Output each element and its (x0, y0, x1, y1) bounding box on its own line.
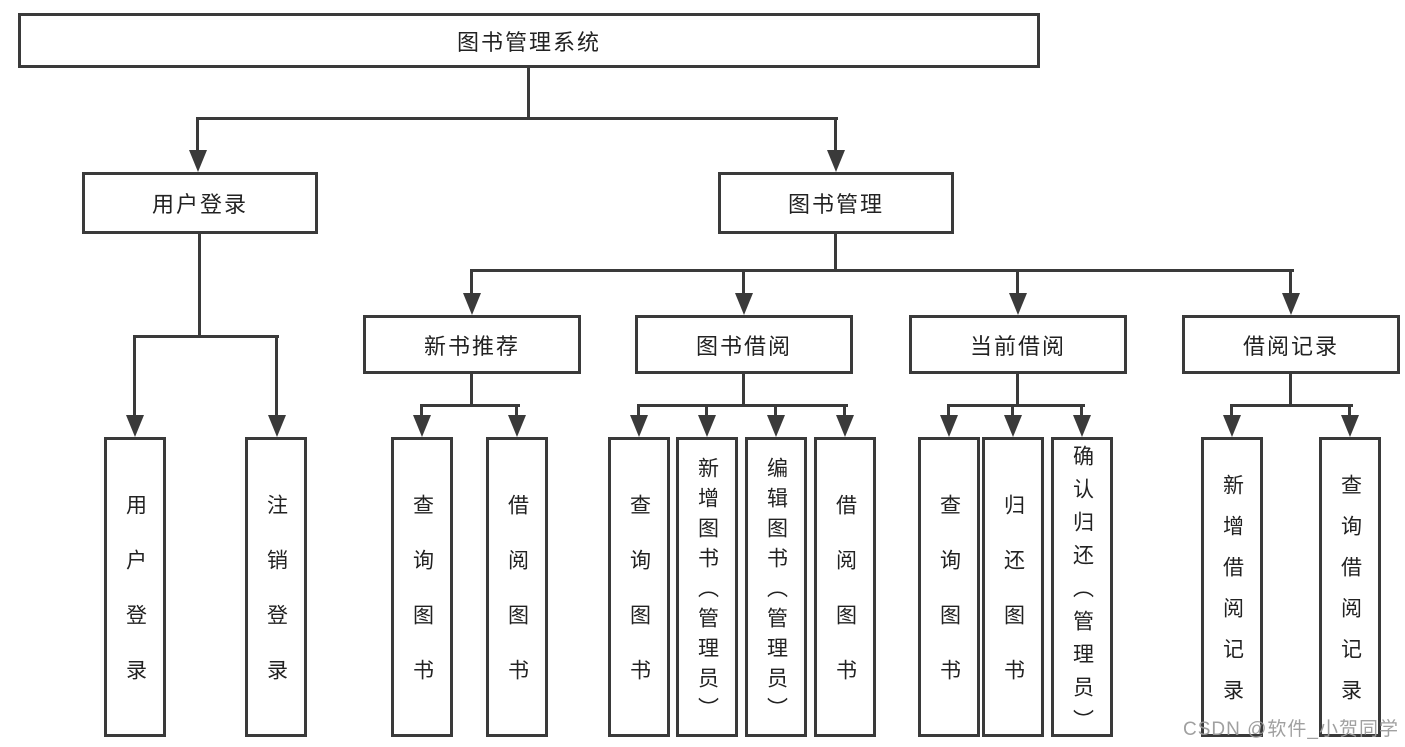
leaf-query-books-borrowing-label: 查询图书 (627, 494, 651, 714)
watermark: CSDN @软件_小贺同学 (1183, 719, 1399, 740)
leaf-query-books-current-label: 查询图书 (937, 494, 961, 714)
connector-shaft-bb-edit (774, 404, 777, 417)
arrowhead-down-cb-confirm (1073, 415, 1091, 437)
arrowhead-down-bb-query (630, 415, 648, 437)
connector-shaft-user-login (196, 117, 199, 151)
connector-user-login-hbar (133, 335, 279, 338)
node-book-borrowing: 图书借阅 (635, 315, 853, 374)
connector-shaft-br-add (1230, 404, 1233, 417)
node-current-borrowing: 当前借阅 (909, 315, 1127, 374)
arrowhead-down-br-query (1341, 415, 1359, 437)
connector-shaft-nb-query (420, 404, 423, 417)
leaf-logout-label: 注销登录 (264, 494, 288, 714)
connector-current-drop (1016, 374, 1019, 407)
arrowhead-down-book-borrowing (735, 293, 753, 315)
connector-root-drop (527, 68, 530, 120)
connector-shaft-borrowing-records (1289, 269, 1292, 296)
arrowhead-down-cb-query (940, 415, 958, 437)
connector-root-hbar (196, 117, 838, 120)
leaf-add-book-admin: 新增图书（管理员） (676, 437, 738, 737)
node-root-label: 图书管理系统 (456, 29, 601, 55)
connector-shaft-bb-add (705, 404, 708, 417)
connector-shaft-current-borrowing (1016, 269, 1019, 296)
arrowhead-down-book-management (827, 150, 845, 172)
connector-shaft-cb-query (947, 404, 950, 417)
leaf-query-borrowing-record-label: 查询借阅记录 (1338, 474, 1362, 720)
leaf-add-book-admin-label: 新增图书（管理员） (695, 456, 719, 727)
leaf-add-borrowing-record: 新增借阅记录 (1201, 437, 1263, 737)
connector-newbook-drop (470, 374, 473, 407)
leaf-edit-book-admin-label: 编辑图书（管理员） (764, 456, 788, 727)
connector-current-hbar (947, 404, 1085, 407)
leaf-confirm-return-admin-label: 确认归还（管理员） (1070, 444, 1094, 742)
leaf-borrow-book-label: 借阅图书 (833, 494, 857, 714)
connector-shaft-bb-query (637, 404, 640, 417)
leaf-query-books-borrowing: 查询图书 (608, 437, 670, 737)
node-user-login: 用户登录 (82, 172, 318, 234)
arrowhead-down-leaf-logout (268, 415, 286, 437)
connector-newbook-hbar (420, 404, 520, 407)
arrowhead-down-user-login (189, 150, 207, 172)
connector-user-login-drop (198, 234, 201, 338)
connector-shaft-nb-borrow (515, 404, 518, 417)
connector-book-management-drop (834, 234, 837, 272)
leaf-borrow-book-recommendation: 借阅图书 (486, 437, 548, 737)
leaf-confirm-return-admin: 确认归还（管理员） (1051, 437, 1113, 742)
arrowhead-down-bb-edit (767, 415, 785, 437)
node-library-management-system: 图书管理系统 (18, 13, 1040, 68)
node-user-login-label: 用户登录 (151, 192, 248, 217)
leaf-user-login: 用户登录 (104, 437, 166, 737)
connector-records-hbar (1230, 404, 1353, 407)
node-book-borrowing-label: 图书借阅 (695, 333, 792, 359)
node-borrowing-records-label: 借阅记录 (1242, 333, 1339, 359)
arrowhead-down-nb-query (413, 415, 431, 437)
leaf-borrow-book-recommendation-label: 借阅图书 (505, 494, 529, 714)
arrowhead-down-bb-add (698, 415, 716, 437)
connector-borrowing-drop (742, 374, 745, 407)
node-book-management-label: 图书管理 (787, 192, 884, 217)
connector-shaft-cb-confirm (1080, 404, 1083, 417)
leaf-query-books-recommendation-label: 查询图书 (410, 494, 434, 714)
connector-shaft-bb-borrow (843, 404, 846, 417)
arrowhead-down-cb-return (1004, 415, 1022, 437)
arrowhead-down-new-book (463, 293, 481, 315)
node-book-management: 图书管理 (718, 172, 954, 234)
node-new-book-recommendation: 新书推荐 (363, 315, 581, 374)
arrowhead-down-bb-borrow (836, 415, 854, 437)
leaf-edit-book-admin: 编辑图书（管理员） (745, 437, 807, 737)
arrowhead-down-nb-borrow (508, 415, 526, 437)
connector-book-management-hbar (470, 269, 1294, 272)
leaf-user-login-label: 用户登录 (123, 494, 147, 714)
leaf-borrow-book: 借阅图书 (814, 437, 876, 737)
arrowhead-down-leaf-user-login (126, 415, 144, 437)
connector-shaft-new-book (470, 269, 473, 296)
leaf-query-books-recommendation: 查询图书 (391, 437, 453, 737)
leaf-query-books-current: 查询图书 (918, 437, 980, 737)
leaf-logout: 注销登录 (245, 437, 307, 737)
node-borrowing-records: 借阅记录 (1182, 315, 1400, 374)
connector-shaft-book-borrowing (742, 269, 745, 296)
node-current-borrowing-label: 当前借阅 (969, 333, 1066, 359)
connector-shaft-leaf-logout (275, 335, 278, 416)
connector-shaft-leaf-user-login (133, 335, 136, 416)
leaf-add-borrowing-record-label: 新增借阅记录 (1220, 474, 1244, 720)
connector-shaft-book-management (834, 117, 837, 151)
connector-shaft-cb-return (1011, 404, 1014, 417)
leaf-query-borrowing-record: 查询借阅记录 (1319, 437, 1381, 737)
connector-shaft-br-query (1348, 404, 1351, 417)
arrowhead-down-current-borrowing (1009, 293, 1027, 315)
connector-borrowing-hbar (637, 404, 848, 407)
leaf-return-book-label: 归还图书 (1001, 494, 1025, 714)
leaf-return-book: 归还图书 (982, 437, 1044, 737)
node-new-book-recommendation-label: 新书推荐 (423, 333, 520, 359)
connector-records-drop (1289, 374, 1292, 407)
arrowhead-down-borrowing-records (1282, 293, 1300, 315)
arrowhead-down-br-add (1223, 415, 1241, 437)
